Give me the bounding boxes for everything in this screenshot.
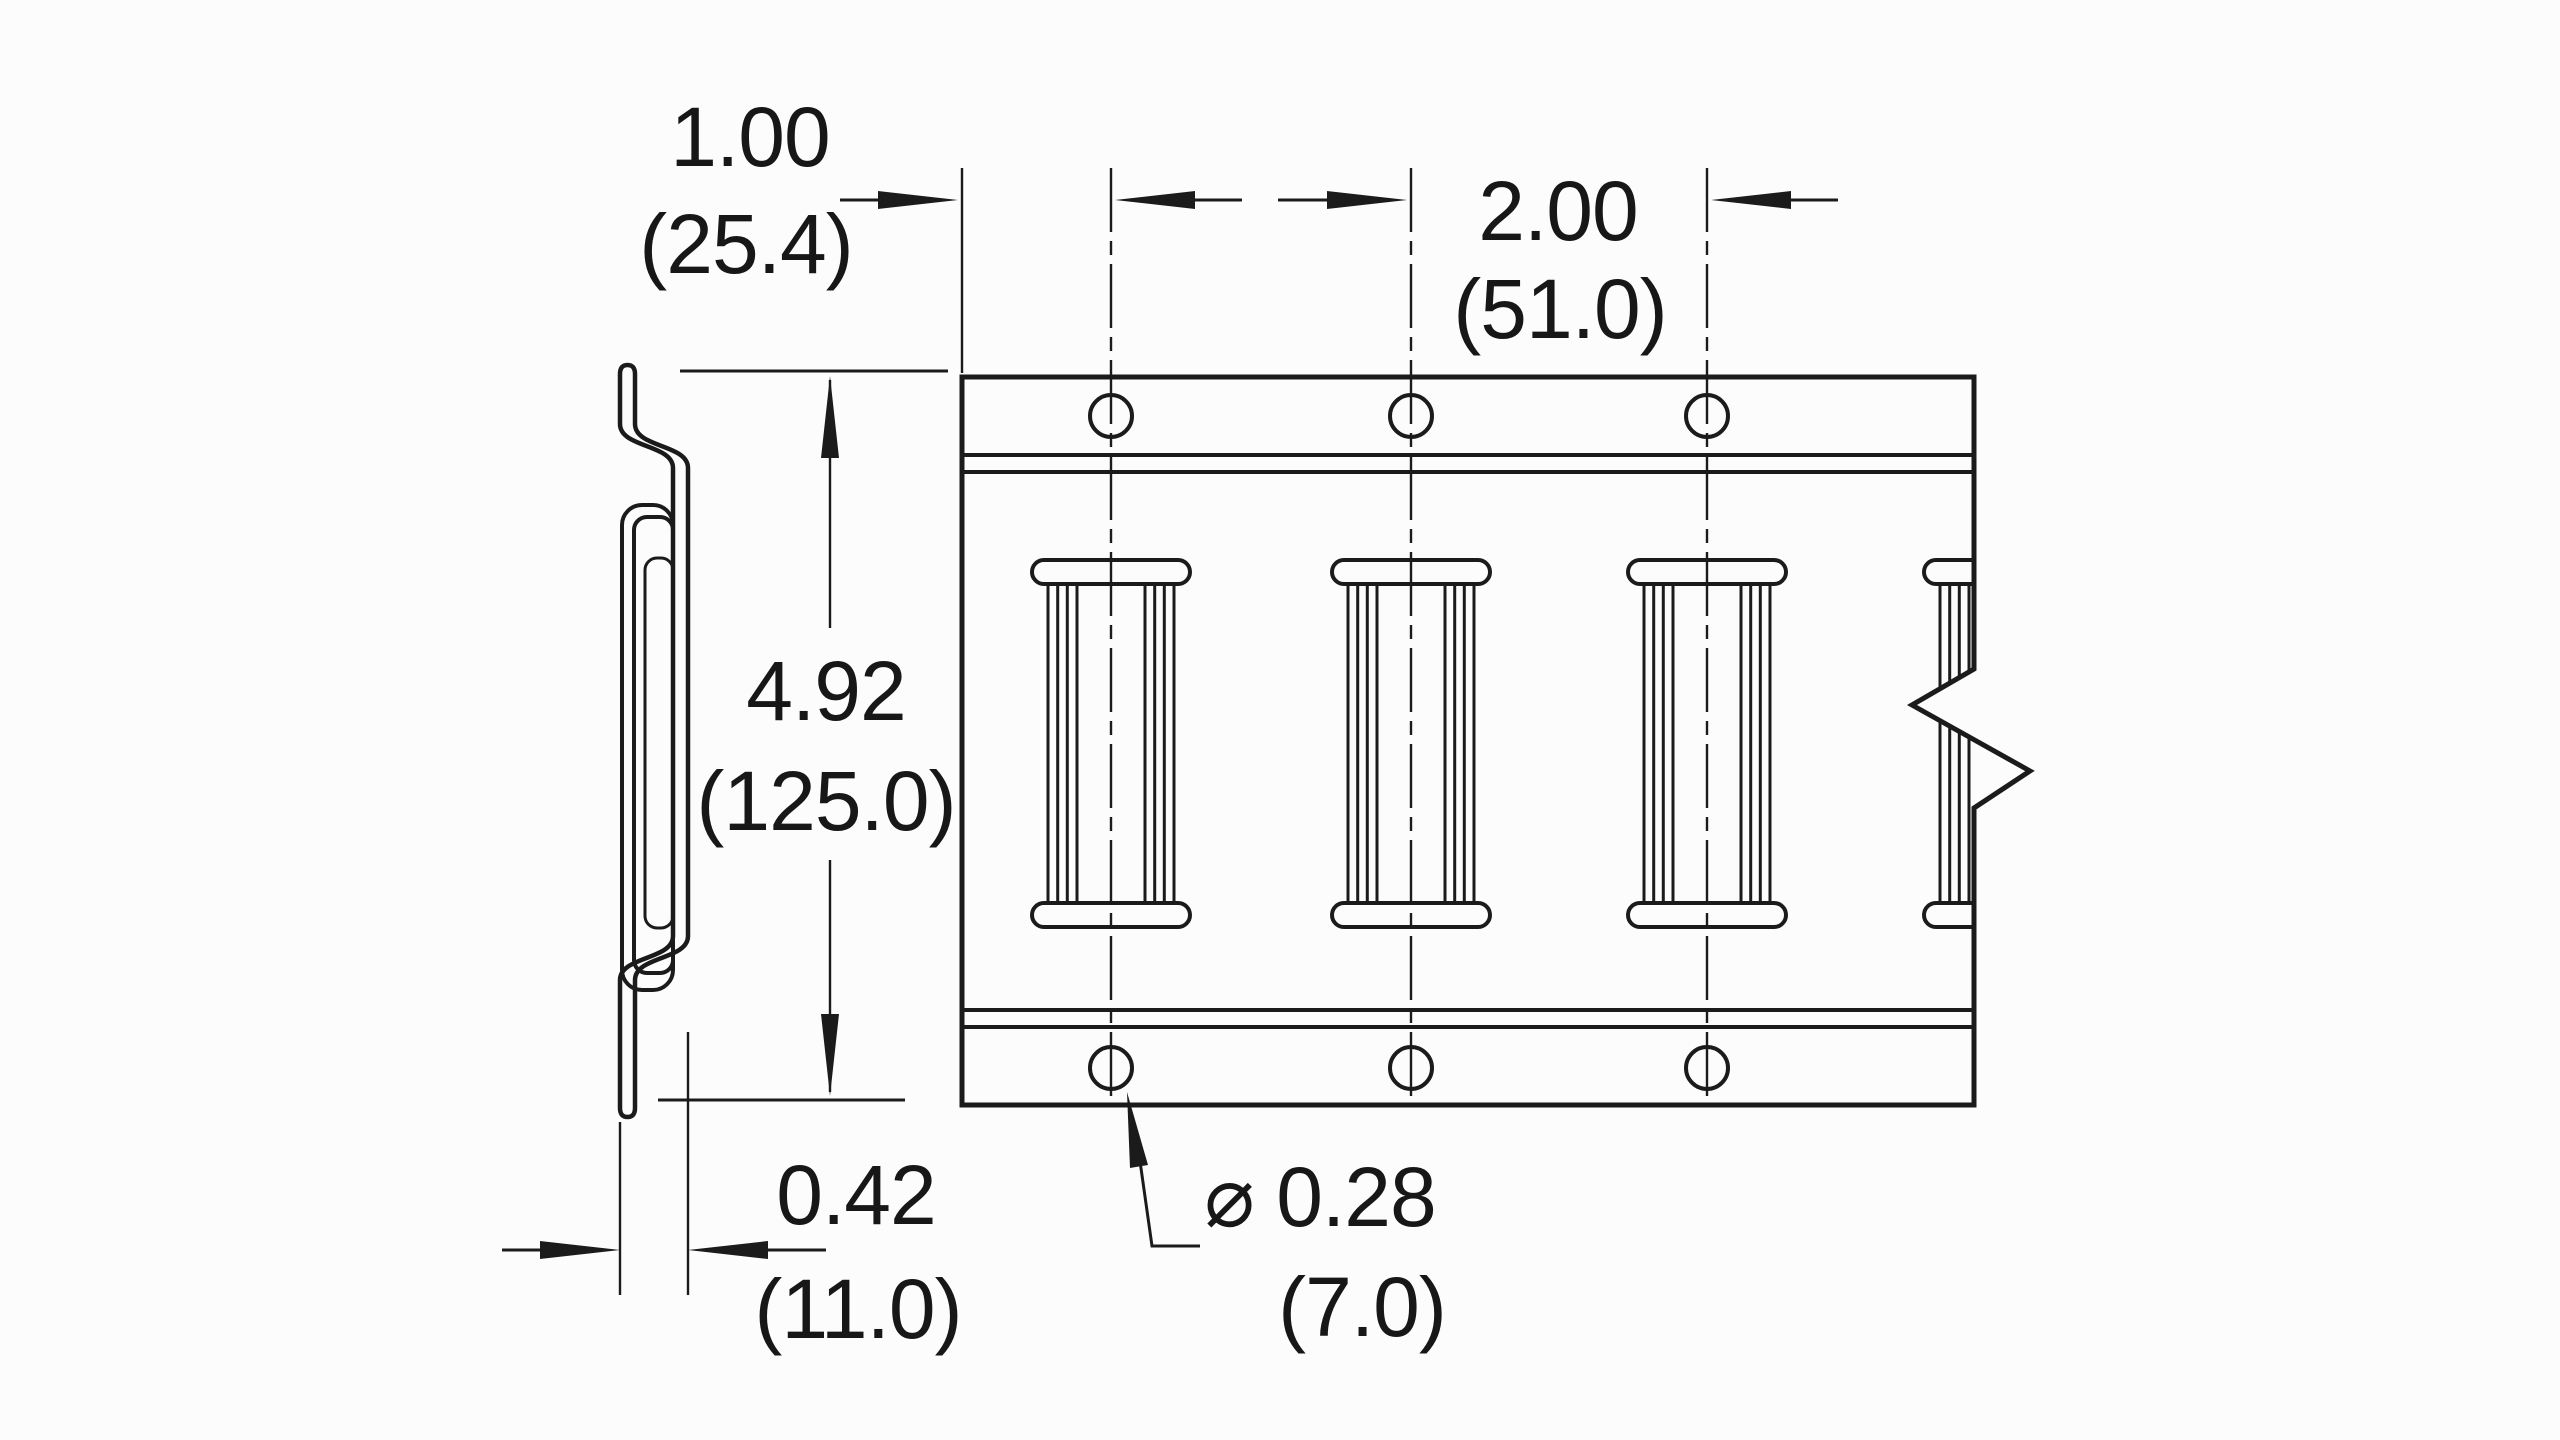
mount-hole-bottom-1	[1088, 1045, 1134, 1091]
dim-edge-to-hole-mm-label: (25.4)	[639, 197, 852, 291]
arrow-right-icon	[540, 1241, 620, 1259]
profile-sheet-outline	[617, 362, 691, 1120]
front-view	[959, 168, 2035, 1108]
mount-hole-top-1	[1088, 393, 1134, 439]
dim-rail-depth-mm-label: (11.0)	[754, 1262, 961, 1356]
arrow-left-icon	[1711, 191, 1791, 209]
dim-hole-pitch: 2.00 (51.0)	[1278, 164, 1838, 356]
mount-hole-bottom-3	[1684, 1045, 1730, 1091]
dim-rail-height: 4.92 (125.0)	[658, 369, 957, 1102]
dim-hole-diameter-in-label: ⌀ 0.28	[1204, 1150, 1435, 1244]
dim-hole-diameter-mm-label: (7.0)	[1278, 1260, 1446, 1354]
profile-slot-opening	[643, 556, 675, 930]
dim-rail-height-mm-label: (125.0)	[696, 754, 955, 848]
mount-hole-top-2	[1388, 393, 1434, 439]
mount-hole-bottom-2	[1388, 1045, 1434, 1091]
dim-edge-to-hole-in-label: 1.00	[670, 90, 830, 184]
side-profile-view	[617, 362, 691, 1120]
profile-recess-inner	[632, 515, 675, 975]
arrow-left-icon	[1115, 191, 1195, 209]
dim-hole-pitch-mm-label: (51.0)	[1453, 262, 1666, 356]
hole-diameter-callout: ⌀ 0.28 (7.0)	[1127, 1092, 1447, 1354]
dim-edge-to-hole: 1.00 (25.4)	[639, 90, 1242, 291]
arrow-right-icon	[1327, 191, 1407, 209]
rail-outline	[959, 374, 2035, 1108]
dim-rail-depth: 0.42 (11.0)	[502, 1032, 963, 1356]
mount-hole-top-3	[1684, 393, 1730, 439]
dim-rail-depth-in-label: 0.42	[776, 1148, 936, 1242]
slot-group-partial	[1922, 558, 2030, 929]
leader-arrowhead-icon	[1127, 1092, 1148, 1168]
profile-recess-outer	[620, 503, 675, 992]
arrow-down-icon	[821, 1014, 839, 1096]
dim-hole-pitch-in-label: 2.00	[1478, 164, 1638, 258]
arrow-right-icon	[878, 191, 958, 209]
arrow-left-icon	[688, 1241, 768, 1259]
dim-rail-height-in-label: 4.92	[746, 644, 906, 738]
leader-line	[1135, 1139, 1200, 1248]
arrow-up-icon	[821, 376, 839, 458]
